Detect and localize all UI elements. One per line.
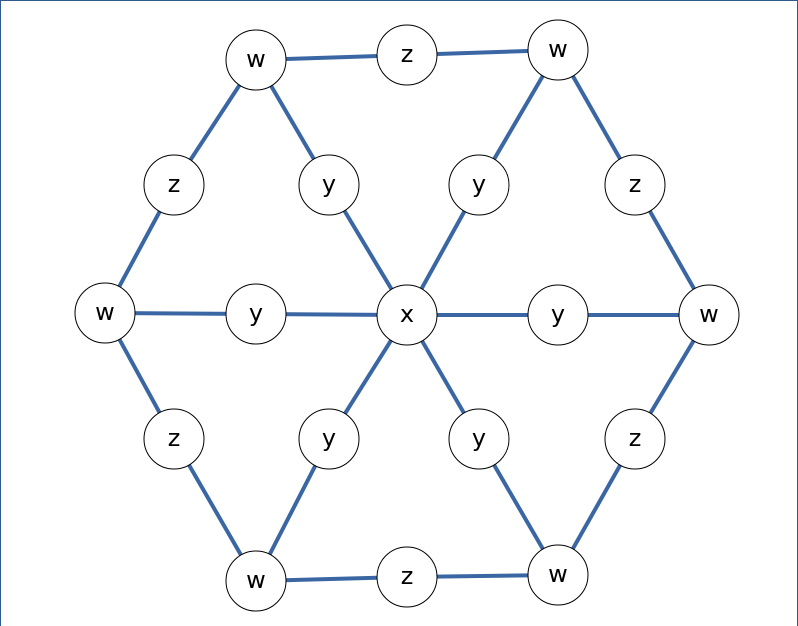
node-label: y — [472, 424, 486, 452]
node-label: z — [168, 424, 181, 452]
node-circle — [298, 408, 360, 470]
node-circle — [143, 154, 205, 216]
node-circle — [74, 282, 136, 344]
node-w_bottom_left: w — [225, 550, 287, 612]
node-w_bottom_right: w — [527, 544, 589, 606]
node-circle — [448, 408, 510, 470]
node-label: y — [322, 424, 336, 452]
node-x_center: x — [376, 284, 438, 346]
node-label: w — [95, 298, 115, 326]
node-y_left: y — [225, 283, 287, 345]
node-label: w — [548, 560, 568, 588]
node-circle — [527, 284, 589, 346]
node-label: w — [246, 45, 266, 73]
node-z_upper_left: z — [143, 154, 205, 216]
node-w_top_right: w — [527, 19, 589, 81]
node-circle — [376, 24, 438, 86]
node-z_lower_left: z — [143, 408, 205, 470]
node-circle — [376, 546, 438, 608]
node-label: w — [548, 35, 568, 63]
node-label: y — [551, 300, 565, 328]
node-y_upper_right: y — [448, 154, 510, 216]
node-circle — [678, 284, 740, 346]
node-circle — [225, 29, 287, 91]
node-z_top: z — [376, 24, 438, 86]
node-w_right: w — [678, 284, 740, 346]
node-label: z — [401, 40, 414, 68]
node-label: y — [249, 299, 263, 327]
node-label: w — [699, 300, 719, 328]
node-circle — [604, 408, 666, 470]
node-label: w — [246, 566, 266, 594]
node-circle — [143, 408, 205, 470]
node-w_top_left: w — [225, 29, 287, 91]
node-circle — [376, 284, 438, 346]
node-w_left: w — [74, 282, 136, 344]
node-z_lower_right: z — [604, 408, 666, 470]
node-label: z — [168, 170, 181, 198]
node-label: z — [629, 170, 642, 198]
node-label: z — [629, 424, 642, 452]
node-y_lower_right: y — [448, 408, 510, 470]
nodes-layer: w z w z y y z w y x y w z y y z w z w — [74, 19, 740, 612]
node-y_right: y — [527, 284, 589, 346]
node-circle — [225, 550, 287, 612]
node-circle — [604, 154, 666, 216]
node-label: y — [472, 170, 486, 198]
node-y_upper_left: y — [298, 154, 360, 216]
node-y_lower_left: y — [298, 408, 360, 470]
node-label: z — [401, 562, 414, 590]
node-z_bottom: z — [376, 546, 438, 608]
node-circle — [448, 154, 510, 216]
node-circle — [527, 19, 589, 81]
node-circle — [225, 283, 287, 345]
node-z_upper_right: z — [604, 154, 666, 216]
node-label: y — [322, 170, 336, 198]
node-circle — [527, 544, 589, 606]
node-label: x — [400, 300, 414, 328]
node-circle — [298, 154, 360, 216]
